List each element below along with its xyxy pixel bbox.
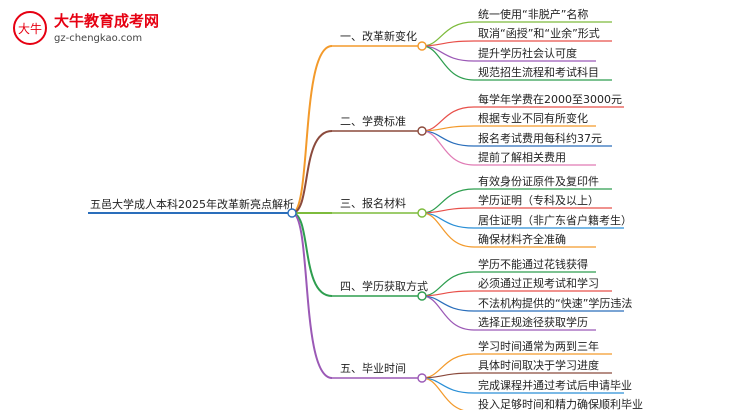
- branch-connector: [291, 130, 333, 214]
- leaf-label: 根据专业不同有所变化: [478, 111, 588, 125]
- logo-graphic: 大牛 大牛教育成考网 gz-chengkao.com: [13, 11, 159, 45]
- leaf-label: 必须通过正规考试和学习: [478, 276, 599, 290]
- leaf-connector: [421, 45, 475, 81]
- root-node-circle: [287, 208, 297, 218]
- leaf-label: 规范招生流程和考试科目: [478, 65, 599, 79]
- leaf-connector: [421, 125, 475, 132]
- leaf-label: 不法机构提供的“快速”学历违法: [478, 296, 632, 310]
- leaf-label: 选择正规途径获取学历: [478, 315, 588, 329]
- leaf-connector: [421, 372, 475, 379]
- branch-connector: [291, 212, 333, 297]
- logo-url: gz-chengkao.com: [54, 33, 142, 44]
- leaf-label: 确保材料齐全准确: [478, 232, 566, 246]
- leaf-label: 居住证明（非广东省户籍考生）: [478, 213, 632, 227]
- logo-title: 大牛教育成考网: [54, 12, 159, 30]
- leaf-connector: [421, 295, 475, 331]
- leaf-label: 学历不能通过花钱获得: [478, 257, 588, 271]
- leaf-label: 完成课程并通过考试后申请毕业: [478, 378, 632, 392]
- leaf-label: 提升学历社会认可度: [478, 46, 577, 60]
- logo-mark-text: 大牛: [18, 21, 42, 36]
- leaf-connector: [421, 40, 475, 47]
- leaf-label: 具体时间取决于学习进度: [478, 358, 599, 372]
- leaf-connector: [421, 207, 475, 214]
- root-topic-label: 五邑大学成人本科2025年改革新亮点解析: [90, 197, 294, 211]
- branch-label: 三、报名材料: [340, 196, 406, 210]
- site-logo: 大牛 大牛教育成考网 gz-chengkao.com: [10, 8, 210, 48]
- branch-node-circle: [417, 208, 427, 218]
- branch-connector: [291, 212, 333, 379]
- leaf-label: 提前了解相关费用: [478, 150, 566, 164]
- leaf-connector: [421, 130, 475, 166]
- leaf-label: 取消“函授”和“业余”形式: [478, 26, 600, 40]
- leaf-connector: [421, 377, 465, 410]
- branch-label: 四、学历获取方式: [340, 279, 428, 293]
- branch-node-circle: [417, 126, 427, 136]
- branch-label: 五、毕业时间: [340, 362, 406, 375]
- branch-label: 一、改革新变化: [340, 29, 417, 43]
- leaf-label: 每学年学费在2000至3000元: [478, 92, 622, 106]
- leaf-connector: [421, 290, 475, 297]
- branch-node-circle: [417, 41, 427, 51]
- branch-connector: [291, 45, 333, 214]
- leaf-label: 学历证明（专科及以上）: [478, 193, 599, 207]
- leaf-connector: [421, 212, 475, 248]
- branch-label: 二、学费标准: [340, 114, 406, 128]
- leaf-label: 投入足够时间和精力确保顺利毕业: [478, 397, 643, 410]
- leaf-label: 报名考试费用每科约37元: [478, 131, 602, 145]
- logo-emblem-icon: [13, 11, 47, 45]
- branch-node-circle: [417, 373, 427, 383]
- leaf-label: 学习时间通常为两到三年: [478, 339, 599, 353]
- leaf-label: 统一使用“非脱产”名称: [478, 7, 588, 21]
- leaf-label: 有效身份证原件及复印件: [478, 174, 599, 188]
- branch-node-circle: [417, 291, 427, 301]
